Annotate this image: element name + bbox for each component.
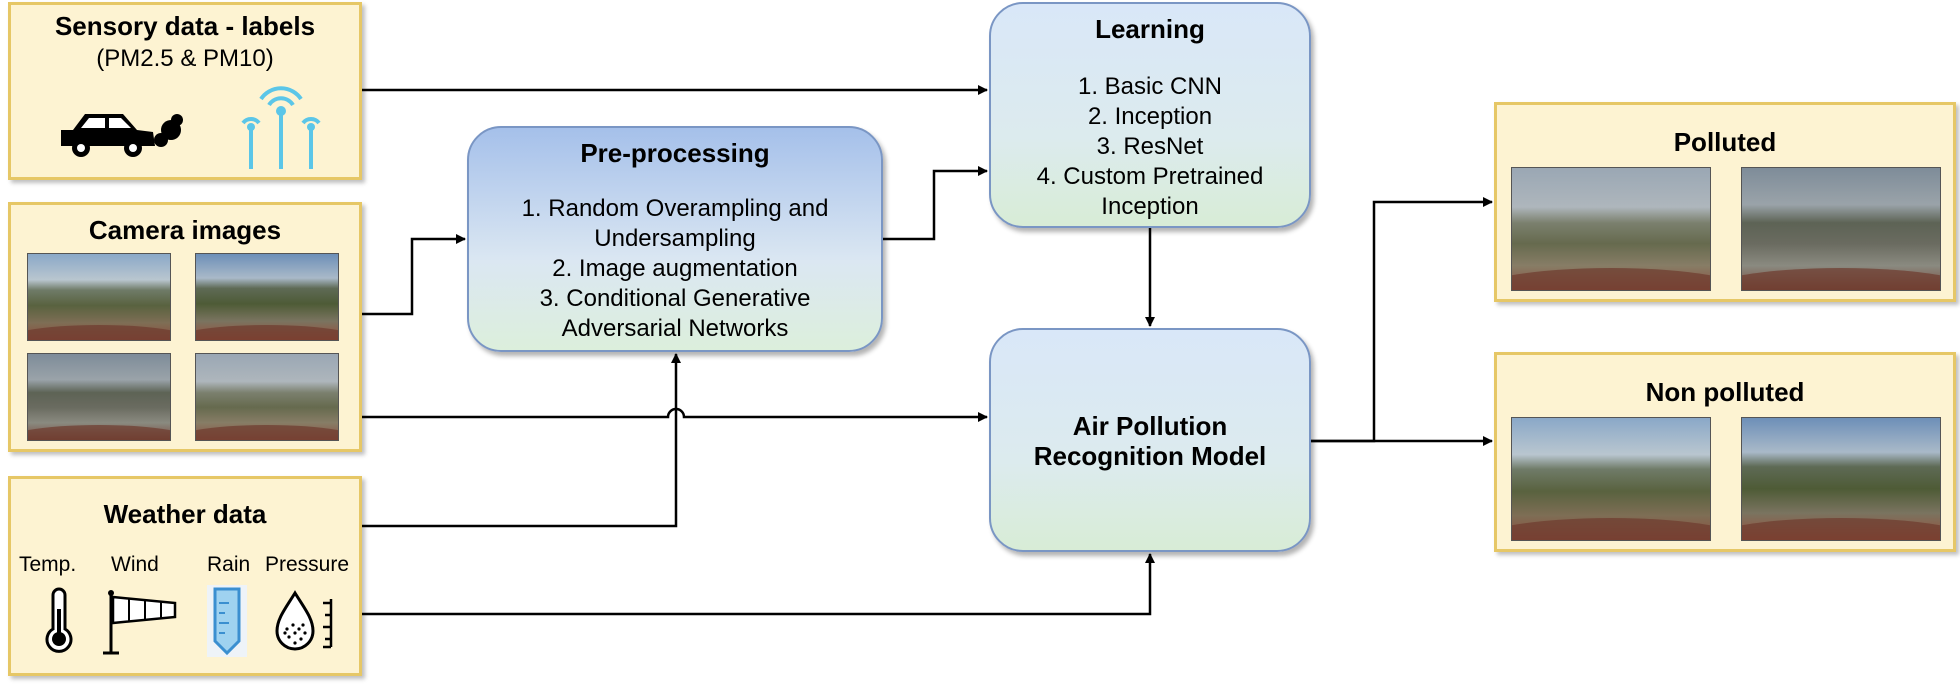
camera-images-title: Camera images bbox=[88, 215, 282, 245]
wireless-sensor-icon bbox=[241, 86, 321, 169]
sensory-data-box: Sensory data - labels (PM2.5 & PM10) bbox=[8, 2, 362, 180]
non-polluted-title: Non polluted bbox=[1645, 377, 1805, 407]
arrow-camera-to-model bbox=[362, 407, 988, 422]
preprocessing-item-5: Adversarial Networks bbox=[561, 315, 789, 342]
preprocessing-item-3: 2. Image augmentation bbox=[552, 255, 798, 282]
camera-image-3 bbox=[27, 353, 171, 441]
arrow-weather-to-preprocessing bbox=[362, 353, 681, 528]
weather-label-rain: Rain bbox=[207, 553, 251, 576]
polluted-image-1 bbox=[1511, 167, 1711, 291]
weather-label-temp: Temp. bbox=[19, 553, 77, 576]
arrow-preprocessing-to-learning bbox=[883, 166, 988, 241]
learning-item-5: Inception bbox=[1101, 193, 1199, 220]
model-title-line2: Recognition Model bbox=[1033, 441, 1267, 471]
sensory-data-subtitle: (PM2.5 & PM10) bbox=[96, 45, 274, 72]
camera-images-box: Camera images bbox=[8, 202, 362, 452]
preprocessing-item-1: 1. Random Overampling and bbox=[521, 195, 829, 222]
arrow-weather-to-model bbox=[362, 553, 1155, 616]
preprocessing-item-4: 3. Conditional Generative bbox=[539, 285, 811, 312]
learning-item-2: 2. Inception bbox=[1087, 103, 1213, 130]
air-pollution-model-box: Air Pollution Recognition Model bbox=[989, 328, 1311, 552]
camera-image-2 bbox=[195, 253, 339, 341]
non-polluted-box: Non polluted bbox=[1494, 352, 1956, 552]
camera-image-4 bbox=[195, 353, 339, 441]
weather-label-pressure: Pressure bbox=[265, 553, 350, 576]
non-polluted-image-1 bbox=[1511, 417, 1711, 541]
weather-data-title: Weather data bbox=[103, 499, 267, 529]
learning-list: 1. Basic CNN 2. Inception 3. ResNet 4. C… bbox=[991, 72, 1309, 222]
model-title-line1: Air Pollution bbox=[1072, 411, 1228, 441]
pressure-drop-icon bbox=[275, 590, 333, 651]
non-polluted-image-2 bbox=[1741, 417, 1941, 541]
rain-gauge-icon bbox=[207, 585, 247, 657]
sensory-data-title: Sensory data - labels bbox=[54, 11, 316, 41]
preprocessing-item-2: Undersampling bbox=[594, 225, 756, 252]
preprocessing-list: 1. Random Overampling and Undersampling … bbox=[469, 194, 881, 344]
preprocessing-box: Pre-processing 1. Random Overampling and… bbox=[467, 126, 883, 352]
learning-item-3: 3. ResNet bbox=[1096, 133, 1204, 160]
arrow-model-to-polluted bbox=[1311, 197, 1493, 443]
windsock-icon bbox=[103, 590, 177, 655]
learning-box: Learning 1. Basic CNN 2. Inception 3. Re… bbox=[989, 2, 1311, 228]
arrow-camera-to-preprocessing bbox=[362, 234, 466, 316]
preprocessing-title: Pre-processing bbox=[580, 138, 770, 168]
polluted-title: Polluted bbox=[1673, 127, 1777, 157]
polluted-image-2 bbox=[1741, 167, 1941, 291]
weather-label-wind: Wind bbox=[111, 553, 159, 576]
polluted-box: Polluted bbox=[1494, 102, 1956, 302]
camera-image-1 bbox=[27, 253, 171, 341]
learning-title: Learning bbox=[1095, 14, 1205, 44]
thermometer-icon bbox=[45, 587, 73, 653]
weather-data-box: Weather data Temp. Wind Rain Pressure bbox=[8, 476, 362, 676]
learning-item-1: 1. Basic CNN bbox=[1077, 73, 1223, 100]
learning-item-4: 4. Custom Pretrained bbox=[1036, 163, 1264, 190]
car-exhaust-icon bbox=[61, 114, 183, 157]
